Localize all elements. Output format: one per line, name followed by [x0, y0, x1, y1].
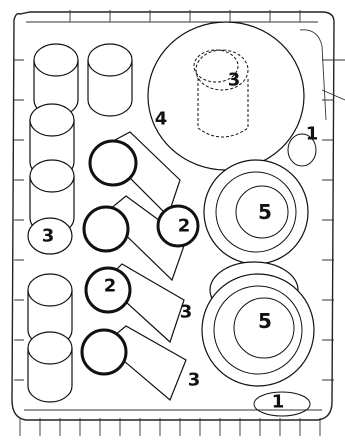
label-3-low: 3 — [188, 370, 201, 391]
label-4: 4 — [155, 109, 168, 130]
label-3-left: 3 — [42, 226, 55, 247]
large-bowl — [148, 22, 316, 170]
label-2-left: 2 — [104, 276, 117, 297]
label-5-upper: 5 — [258, 200, 272, 224]
label-3-glass: 3 — [228, 70, 241, 91]
label-3-mid: 3 — [180, 302, 193, 323]
lower-plate — [202, 262, 314, 416]
label-5-lower: 5 — [258, 309, 272, 333]
middle-cup-column — [82, 132, 198, 400]
label-2-center: 2 — [178, 216, 191, 237]
label-1-top: 1 — [306, 124, 319, 145]
label-1-bottom: 1 — [272, 392, 285, 413]
upper-plate — [204, 160, 308, 264]
